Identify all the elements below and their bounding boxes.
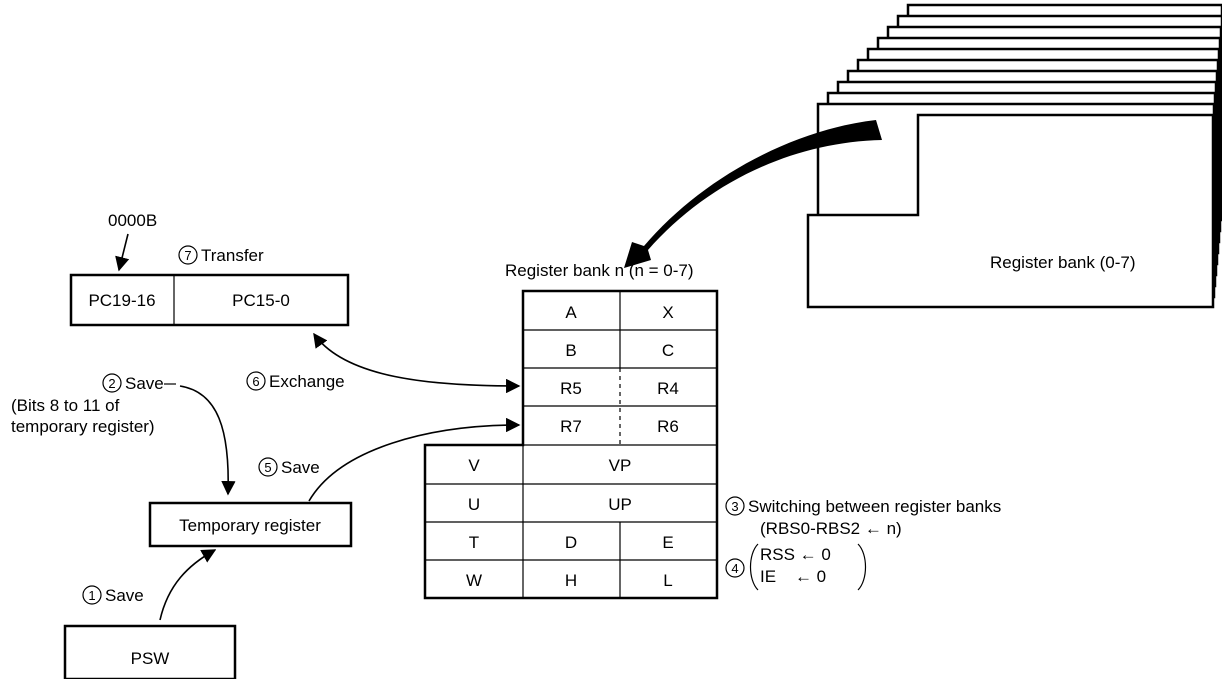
svg-text:PSW: PSW: [131, 649, 170, 668]
svg-text:Temporary register: Temporary register: [179, 516, 321, 535]
register-bank-stack: Register bank (0-7): [808, 5, 1222, 307]
reg-a: A: [565, 303, 577, 322]
step-2-note-line-1: (Bits 8 to 11 of: [11, 396, 120, 415]
svg-text:Save: Save: [281, 458, 320, 477]
step-7-transfer: 7 Transfer: [179, 246, 264, 265]
pc-low: PC15-0: [232, 291, 290, 310]
reg-u: U: [468, 495, 480, 514]
svg-text:Save: Save: [125, 374, 164, 393]
svg-text:Exchange: Exchange: [269, 372, 345, 391]
step-3-note: (RBS0-RBS2 ← n): [760, 519, 902, 538]
reg-b: B: [565, 341, 576, 360]
step-2-note-line-2: temporary register): [11, 417, 155, 436]
reg-l: L: [663, 571, 672, 590]
reg-r5: R5: [560, 379, 582, 398]
step-4-line-2: IE ← 0: [760, 567, 826, 586]
svg-text:3: 3: [731, 499, 738, 514]
svg-text:Save: Save: [105, 586, 144, 605]
svg-text:6: 6: [252, 374, 259, 389]
register-bank-n: A X B C R5 R4 R7 R6 V VP U UP T D E W H …: [425, 291, 717, 598]
svg-text:1: 1: [88, 588, 95, 603]
svg-text:Transfer: Transfer: [201, 246, 264, 265]
step-3-switching: 3 Switching between register banks (RBS0…: [726, 497, 1001, 538]
reg-r4: R4: [657, 379, 679, 398]
svg-text:7: 7: [184, 248, 191, 263]
step-6-exchange: 6 Exchange: [247, 334, 519, 391]
reg-r6: R6: [657, 417, 679, 436]
reg-t: T: [469, 533, 479, 552]
reg-vp: VP: [609, 456, 632, 475]
reg-c: C: [662, 341, 674, 360]
temporary-register: Temporary register: [150, 503, 351, 546]
svg-text:Switching between register ban: Switching between register banks: [748, 497, 1001, 516]
pc-address-label: 0000B: [108, 211, 157, 230]
reg-d: D: [565, 533, 577, 552]
reg-up: UP: [608, 495, 632, 514]
reg-x: X: [662, 303, 673, 322]
reg-v: V: [468, 456, 480, 475]
reg-e: E: [662, 533, 673, 552]
step-4-line-1: RSS ← 0: [760, 545, 831, 564]
stack-label: Register bank (0-7): [990, 253, 1136, 272]
step-4-flags: 4 RSS ← 0 IE ← 0: [726, 544, 866, 590]
reg-w: W: [466, 571, 482, 590]
svg-text:4: 4: [731, 561, 738, 576]
register-bank-title: Register bank n (n = 0-7): [505, 261, 694, 280]
reg-r7: R7: [560, 417, 582, 436]
step-2-save: 2 Save (Bits 8 to 11 of temporary regist…: [11, 374, 228, 494]
svg-text:5: 5: [264, 460, 271, 475]
program-counter: 0000B PC19-16 PC15-0: [71, 211, 348, 325]
step-1-save: 1 Save: [83, 550, 215, 620]
svg-text:2: 2: [108, 376, 115, 391]
reg-h: H: [565, 571, 577, 590]
psw-register: PSW: [65, 626, 235, 679]
pc-high: PC19-16: [88, 291, 155, 310]
